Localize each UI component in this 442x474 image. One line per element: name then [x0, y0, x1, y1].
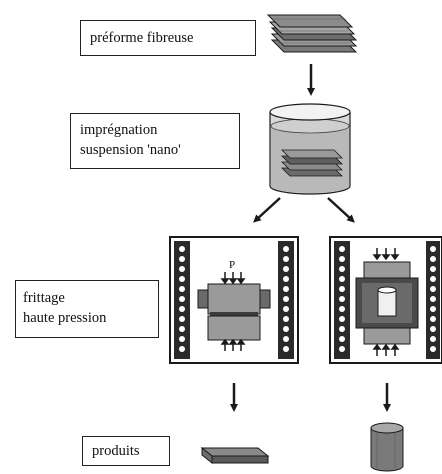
suspension-beaker-icon — [269, 103, 351, 195]
hot-press-isostatic-icon — [329, 236, 442, 364]
product-plate-icon — [200, 446, 270, 465]
products-label-box — [82, 436, 170, 466]
sintering-label-line2: haute pression — [23, 310, 107, 326]
product-cylinder-icon — [370, 422, 404, 472]
arrow-down-right — [327, 197, 355, 223]
sintering-label-line1: frittage — [23, 290, 65, 306]
arrow-down-left — [253, 197, 281, 223]
fiber-preform-icon — [266, 14, 358, 53]
preform-label: préforme fibreuse — [90, 30, 194, 46]
hot-press-uniaxial-icon: P — [169, 236, 299, 364]
pressure-symbol: P — [229, 259, 235, 271]
preform-label-box — [80, 20, 256, 56]
impregnation-label-box — [70, 113, 240, 169]
impregnation-label-line1: imprégnation — [80, 122, 158, 138]
products-label: produits — [92, 443, 140, 459]
sintering-label-box — [15, 280, 159, 338]
impregnation-label-line2: suspension 'nano' — [80, 142, 181, 158]
